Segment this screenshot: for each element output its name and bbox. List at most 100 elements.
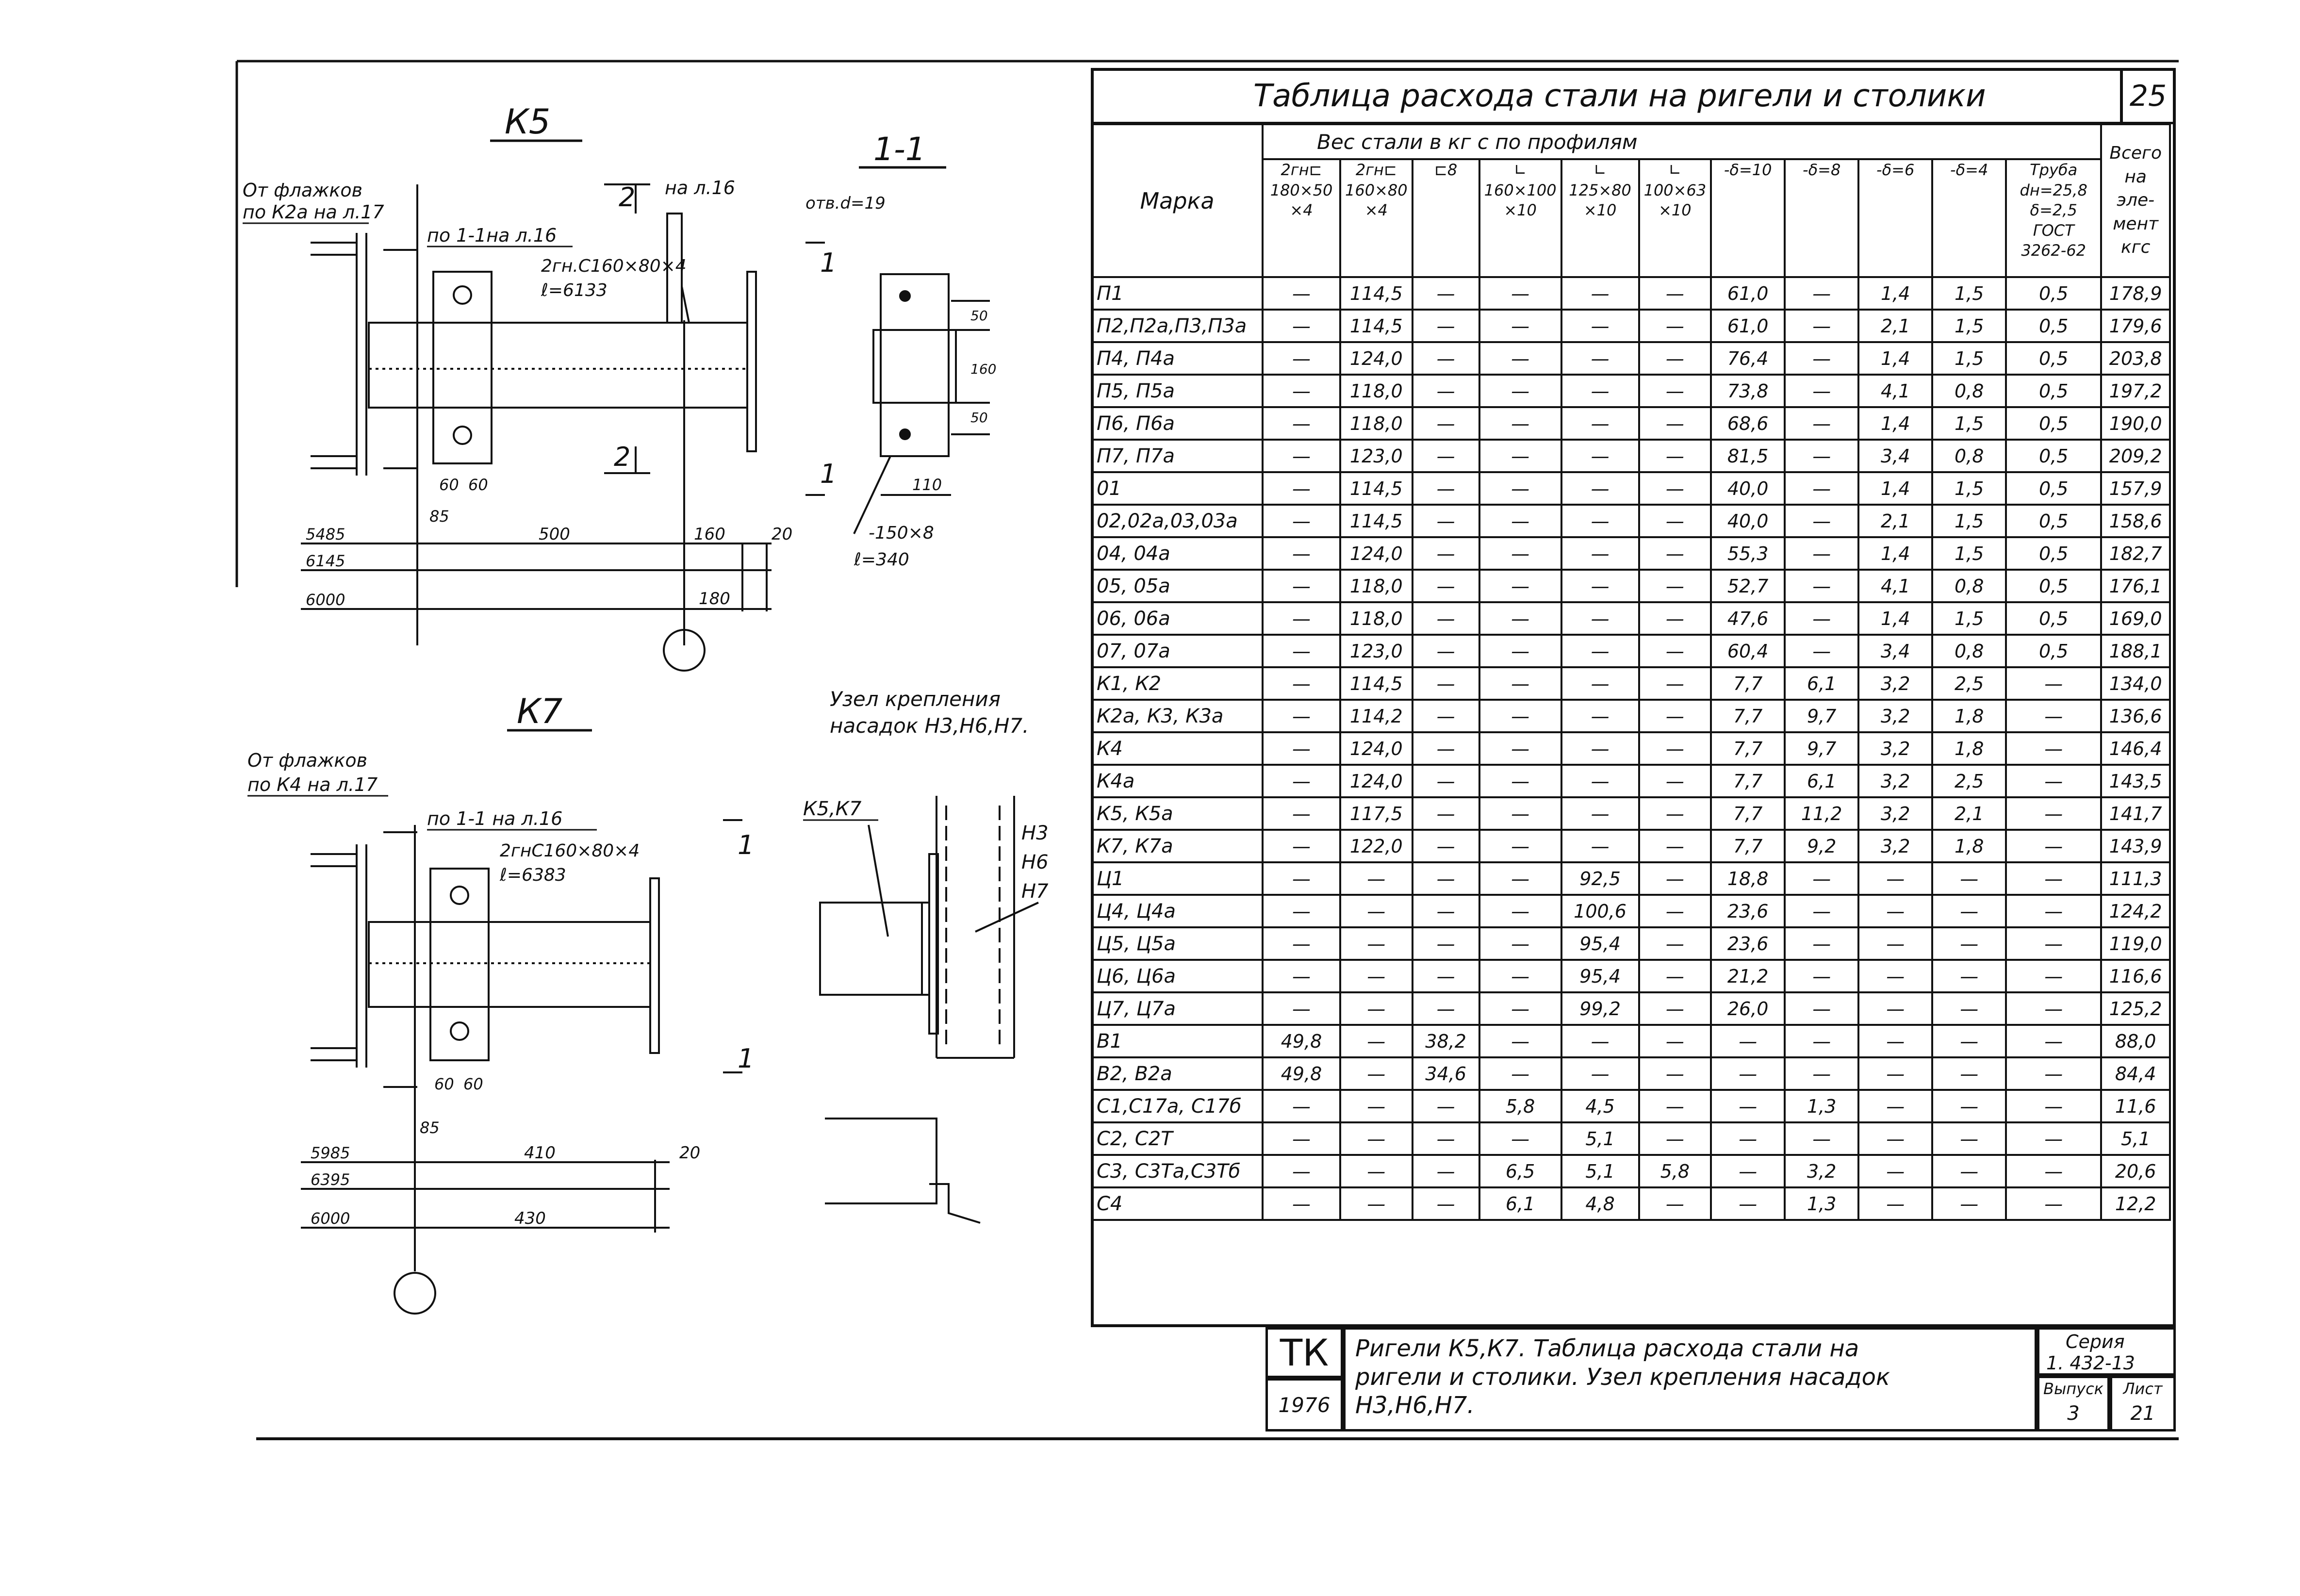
node-label-h7: Н7 xyxy=(1021,880,1049,903)
table-cell: 3,2 xyxy=(1857,829,1934,863)
table-cell: 0,5 xyxy=(2005,536,2103,571)
sheet-value: 21 xyxy=(2130,1402,2155,1425)
table-cell: 0,5 xyxy=(2005,569,2103,603)
table-cell: — xyxy=(1560,439,1640,473)
table-cell: 124,0 xyxy=(1339,764,1413,798)
k7-note-line1: От флажков xyxy=(247,750,367,771)
table-cell: — xyxy=(1931,1121,2007,1156)
table-cell: — xyxy=(1478,504,1562,538)
column-header: ∟125×80×10 xyxy=(1560,158,1640,278)
table-cell: — xyxy=(1638,504,1712,538)
steel-consumption-table: Марка Вес стали в кг с по профилям Всего… xyxy=(1091,68,2171,1221)
table-cell: — xyxy=(1411,309,1480,343)
table-cell: — xyxy=(1638,894,1712,928)
column-header-line: -δ=4 xyxy=(1950,161,1988,179)
table-cell: — xyxy=(1478,666,1562,701)
table-cell: 0,5 xyxy=(2005,471,2103,506)
table-cell: — xyxy=(1411,536,1480,571)
table-cell: 123,0 xyxy=(1339,634,1413,668)
table-cell: 118,0 xyxy=(1339,374,1413,408)
table-cell: — xyxy=(1560,601,1640,636)
row-total: 143,9 xyxy=(2100,829,2171,863)
table-cell: — xyxy=(1710,1121,1786,1156)
table-cell: 9,2 xyxy=(1784,829,1860,863)
table-cell: — xyxy=(1478,634,1562,668)
table-cell: 4,1 xyxy=(1857,569,1934,603)
column-header-line: -δ=10 xyxy=(1724,161,1772,179)
table-cell: — xyxy=(1411,894,1480,928)
k7-drawing: К7 От флажков по К4 на л.17 по 1-1 на л.… xyxy=(247,691,754,1315)
table-cell: — xyxy=(1931,959,2007,993)
table-cell: — xyxy=(1710,1186,1786,1221)
table-cell: 6,1 xyxy=(1784,764,1860,798)
table-cell: — xyxy=(1262,634,1341,668)
table-cell: 0,8 xyxy=(1931,634,2007,668)
column-header: -δ=4 xyxy=(1931,158,2007,278)
table-cell: — xyxy=(1638,926,1712,961)
node-label-h3: Н3 xyxy=(1021,822,1049,844)
table-cell: — xyxy=(1638,1056,1712,1091)
k5-profile-line1: 2гн.С160×80×4 xyxy=(541,256,687,276)
row-mark: 01 xyxy=(1091,471,1264,506)
table-cell: — xyxy=(1478,439,1562,473)
table-cell: — xyxy=(1784,504,1860,538)
table-cell: 95,4 xyxy=(1560,926,1640,961)
row-mark: 02,02а,03,03а xyxy=(1091,504,1264,538)
row-total: 179,6 xyxy=(2100,309,2171,343)
column-header: ∟160×100×10 xyxy=(1478,158,1562,278)
section-1-1-title: 1-1 xyxy=(873,131,926,168)
table-cell: 2,5 xyxy=(1931,764,2007,798)
column-header-line: ×10 xyxy=(1659,201,1692,220)
table-cell: — xyxy=(1478,601,1562,636)
table-cell: — xyxy=(1262,796,1341,831)
row-total: 190,0 xyxy=(2100,406,2171,441)
table-cell: 7,7 xyxy=(1710,764,1786,798)
row-mark: Ц7, Ц7а xyxy=(1091,991,1264,1026)
column-header-line: δ=2,5 xyxy=(2030,201,2077,220)
table-cell: — xyxy=(1784,569,1860,603)
table-cell: — xyxy=(1478,309,1562,343)
column-header-line: -δ=6 xyxy=(1876,161,1915,179)
table-cell: — xyxy=(1411,796,1480,831)
table-title: Таблица расхода стали на ригели и столик… xyxy=(1091,68,2122,124)
k7-section-mark-bottom: 1 xyxy=(738,1043,754,1074)
table-cell: 1,5 xyxy=(1931,601,2007,636)
table-cell: 3,2 xyxy=(1857,699,1934,733)
column-header: -δ=10 xyxy=(1710,158,1786,278)
table-cell: 7,7 xyxy=(1710,666,1786,701)
total-header-line: Всего xyxy=(2109,143,2162,164)
table-cell: — xyxy=(1560,1056,1640,1091)
year: 1976 xyxy=(1278,1393,1331,1417)
row-total: 143,5 xyxy=(2100,764,2171,798)
column-header-line: 160×100 xyxy=(1484,181,1557,199)
table-cell: — xyxy=(1262,406,1341,441)
table-cell: — xyxy=(1478,926,1562,961)
k7-profile-line2: ℓ=6383 xyxy=(499,865,566,885)
table-cell: — xyxy=(1262,829,1341,863)
table-cell: 4,8 xyxy=(1560,1186,1640,1221)
table-cell: — xyxy=(1784,309,1860,343)
table-cell: 5,1 xyxy=(1560,1121,1640,1156)
column-header-line: ∟ xyxy=(1513,161,1527,179)
table-cell: — xyxy=(1784,374,1860,408)
table-cell: — xyxy=(2005,699,2103,733)
table-cell: — xyxy=(2005,1186,2103,1221)
table-cell: — xyxy=(1262,991,1341,1026)
row-total: 157,9 xyxy=(2100,471,2171,506)
table-cell: 3,2 xyxy=(1784,1154,1860,1188)
table-cell: 3,4 xyxy=(1857,634,1934,668)
column-header: ∟100×63×10 xyxy=(1638,158,1712,278)
table-cell: 4,1 xyxy=(1857,374,1934,408)
table-cell: — xyxy=(1478,374,1562,408)
table-cell: — xyxy=(1411,666,1480,701)
table-cell: — xyxy=(1638,439,1712,473)
table-cell: — xyxy=(1638,764,1712,798)
table-cell: — xyxy=(1638,601,1712,636)
row-total: 146,4 xyxy=(2100,731,2171,766)
table-cell: — xyxy=(1478,959,1562,993)
table-cell: — xyxy=(1638,1024,1712,1058)
